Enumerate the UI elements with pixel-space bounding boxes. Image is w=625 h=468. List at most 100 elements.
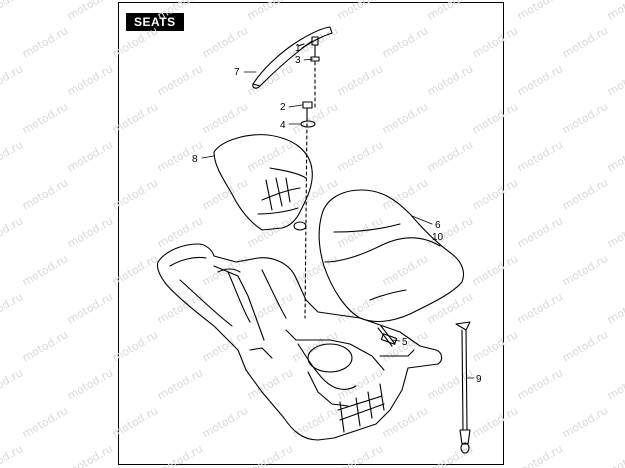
watermark-text: motod.ru: [425, 0, 475, 23]
watermark-text: motod.ru: [605, 0, 625, 23]
grab-strap-part-7: [252, 26, 333, 89]
watermark-text: motod.ru: [245, 214, 295, 250]
callout-6: 6: [435, 220, 441, 231]
watermark-text: motod.ru: [245, 366, 295, 402]
watermark-text: motod.ru: [425, 290, 475, 326]
watermark-text: motod.ru: [380, 404, 430, 440]
watermark-text: motod.ru: [605, 62, 625, 98]
washer-part-4: [300, 120, 316, 128]
callout-9: 9: [476, 374, 482, 385]
watermark-text: motod.ru: [200, 24, 250, 60]
callout-10: 10: [432, 232, 444, 243]
watermark-text: motod.ru: [245, 138, 295, 174]
watermark-text: motod.ru: [65, 138, 115, 174]
watermark-text: motod.ru: [200, 328, 250, 364]
callout-7: 7: [234, 67, 240, 78]
watermark-text: motod.ru: [65, 366, 115, 402]
watermark-text: motod.ru: [0, 62, 25, 98]
watermark-text: motod.ru: [515, 290, 565, 326]
callout-4: 4: [280, 120, 286, 131]
watermark-text: motod.ru: [335, 138, 385, 174]
watermark-text: motod.ru: [380, 24, 430, 60]
watermark-text: motod.ru: [200, 404, 250, 440]
section-title: SEATS: [126, 13, 184, 31]
watermark-text: motod.ru: [560, 100, 610, 136]
watermark-text: motod.ru: [110, 24, 160, 60]
seat-cable-part-9: [455, 321, 471, 454]
watermark-text: motod.ru: [0, 290, 25, 326]
watermark-text: motod.ru: [155, 442, 205, 468]
watermark-text: motod.ru: [560, 176, 610, 212]
watermark-text: motod.ru: [155, 138, 205, 174]
watermark-text: motod.ru: [0, 366, 25, 402]
watermark-text: motod.ru: [290, 252, 340, 288]
watermark-text: motod.ru: [605, 366, 625, 402]
watermark-text: motod.ru: [65, 290, 115, 326]
watermark-text: motod.ru: [65, 62, 115, 98]
watermark-text: motod.ru: [290, 404, 340, 440]
watermark-text: motod.ru: [605, 214, 625, 250]
watermark-text: motod.ru: [0, 442, 25, 468]
watermark-text: motod.ru: [155, 0, 205, 23]
watermark-text: motod.ru: [515, 366, 565, 402]
diagram-frame: [118, 2, 504, 465]
callout-3: 3: [295, 55, 301, 66]
watermark-text: motod.ru: [20, 24, 70, 60]
watermark-text: motod.ru: [560, 404, 610, 440]
leader-lines: [201, 40, 475, 379]
pillion-seat-part-8: [213, 134, 313, 231]
watermark-text: motod.ru: [290, 328, 340, 364]
watermark-text: motod.ru: [470, 176, 520, 212]
pin-part-5: [377, 325, 396, 347]
rider-seat-part-6-10: [318, 189, 465, 323]
watermark-text: motod.ru: [560, 24, 610, 60]
callout-2: 2: [280, 102, 286, 113]
watermark-text: motod.ru: [560, 252, 610, 288]
watermark-text: motod.ru: [20, 176, 70, 212]
watermark-text: motod.ru: [335, 0, 385, 23]
watermark-text: motod.ru: [515, 62, 565, 98]
watermark-text: motod.ru: [110, 252, 160, 288]
watermark-text: motod.ru: [470, 328, 520, 364]
watermark-text: motod.ru: [155, 214, 205, 250]
watermark-text: motod.ru: [425, 442, 475, 468]
watermark-text: motod.ru: [605, 290, 625, 326]
watermark-text: motod.ru: [425, 138, 475, 174]
alignment-line-lower: [304, 117, 308, 319]
watermark-text: motod.ru: [605, 442, 625, 468]
watermark-text: motod.ru: [515, 214, 565, 250]
watermark-text: motod.ru: [65, 214, 115, 250]
watermark-text: motod.ru: [290, 176, 340, 212]
watermark-text: motod.ru: [20, 252, 70, 288]
watermark-text: motod.ru: [20, 328, 70, 364]
watermark-text: motod.ru: [470, 24, 520, 60]
callout-1: 1: [295, 43, 301, 54]
watermark-text: motod.ru: [245, 62, 295, 98]
rear-frame-assembly: [156, 243, 443, 441]
watermark-text: motod.ru: [65, 442, 115, 468]
bolt-part-2: [302, 101, 313, 120]
watermark-text: motod.ru: [110, 100, 160, 136]
watermark-text: motod.ru: [110, 404, 160, 440]
watermark-text: motod.ru: [425, 366, 475, 402]
watermark-text: motod.ru: [515, 0, 565, 23]
watermark-text: motod.ru: [560, 328, 610, 364]
watermark-text: motod.ru: [245, 442, 295, 468]
watermark-text: motod.ru: [515, 442, 565, 468]
watermark-text: motod.ru: [425, 62, 475, 98]
callout-8: 8: [192, 154, 198, 165]
watermark-text: motod.ru: [335, 62, 385, 98]
watermark-text: motod.ru: [0, 214, 25, 250]
callout-5: 5: [402, 337, 408, 348]
watermark-text: motod.ru: [200, 100, 250, 136]
watermark-text: motod.ru: [245, 0, 295, 23]
watermark-text: motod.ru: [0, 138, 25, 174]
watermark-text: motod.ru: [20, 100, 70, 136]
watermark-text: motod.ru: [605, 138, 625, 174]
watermark-text: motod.ru: [20, 404, 70, 440]
watermark-text: motod.ru: [155, 62, 205, 98]
watermark-text: motod.ru: [470, 252, 520, 288]
watermark-text: motod.ru: [380, 252, 430, 288]
